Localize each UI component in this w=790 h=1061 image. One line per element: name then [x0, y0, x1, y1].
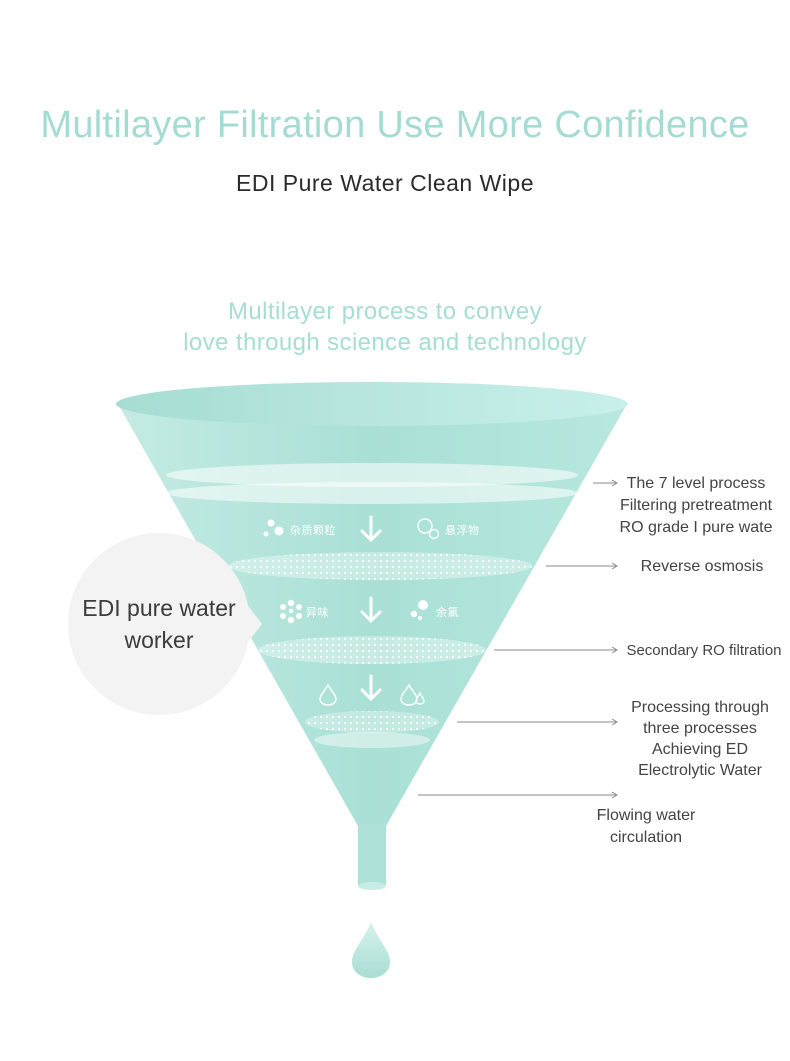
- annotation-5-line: Flowing water: [596, 807, 696, 824]
- tagline: Multilayer process to convey love throug…: [0, 296, 770, 358]
- stage1-left-label: 杂质颗粒: [290, 525, 336, 537]
- page-title: Multilayer Filtration Use More Confidenc…: [40, 104, 750, 146]
- page-subtitle: EDI Pure Water Clean Wipe: [236, 170, 534, 196]
- stage2-left-label: 异味: [306, 607, 329, 619]
- filter-layer-3: [258, 636, 486, 664]
- down-arrow-icon: [360, 515, 382, 543]
- down-arrow-icon: [360, 674, 382, 702]
- tagline-line-1: Multilayer process to convey: [228, 298, 542, 325]
- double-droplet-icon: [400, 683, 425, 706]
- filter-layer-1a: [166, 463, 578, 487]
- bubble-line-2: worker: [124, 627, 194, 653]
- funnel-rim: [116, 382, 628, 426]
- annotation-4-line: three processes: [643, 720, 757, 737]
- annotation-5-line: circulation: [609, 829, 683, 846]
- water-drop-icon: [352, 922, 390, 978]
- down-arrow-icon: [360, 596, 382, 624]
- bubble-text: EDI pure water worker: [64, 592, 254, 656]
- funnel-spout: [358, 824, 386, 886]
- filter-layer-1b: [166, 482, 578, 504]
- annotation-4-line: Achieving ED: [651, 741, 749, 758]
- snowflake-icon: [280, 599, 302, 624]
- annotation-2: Reverse osmosis: [640, 558, 764, 575]
- stage1-right-label: 悬浮物: [445, 525, 480, 537]
- tagline-line-2: love through science and technology: [183, 329, 587, 356]
- filter-layer-4: [305, 711, 439, 733]
- droplet-icon: [319, 683, 337, 706]
- annotation-1-line: The 7 level process: [626, 475, 766, 492]
- bubble-line-1: EDI pure water: [82, 595, 236, 621]
- annotation-4: Processing through three processes Achie…: [614, 697, 786, 781]
- particles-icon: [263, 519, 284, 537]
- stage2-right-label: 余氯: [436, 607, 459, 619]
- bubbles-icon: [417, 518, 440, 540]
- gear-icon: [410, 600, 428, 621]
- annotation-5: Flowing water circulation: [578, 805, 714, 849]
- annotation-3: Secondary RO filtration: [626, 642, 782, 659]
- annotation-1-line: Filtering pretreatment: [619, 497, 773, 514]
- filter-layer-2: [228, 552, 532, 580]
- annotation-1: The 7 level process Filtering pretreatme…: [604, 473, 788, 539]
- annotation-4-line: Processing through: [631, 699, 769, 716]
- speech-bubble: [68, 533, 250, 715]
- annotation-1-line: RO grade I pure wate: [619, 519, 773, 536]
- annotation-4-line: Electrolytic Water: [638, 762, 762, 779]
